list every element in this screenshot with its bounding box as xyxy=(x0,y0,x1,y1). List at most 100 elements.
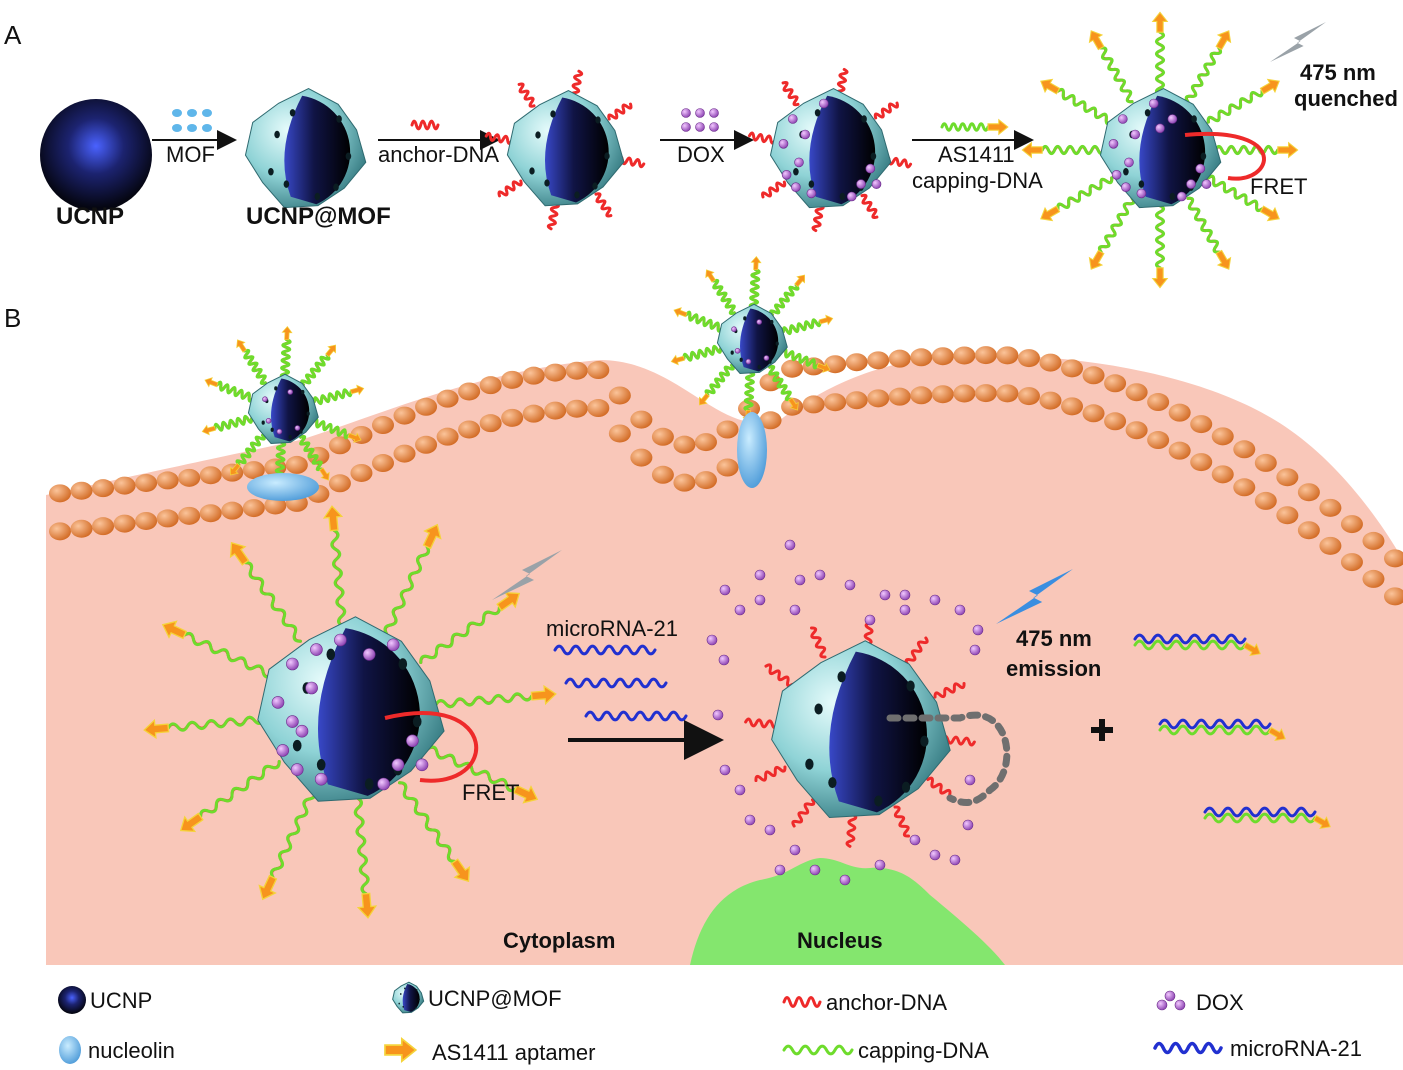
membrane-bead-inner xyxy=(1297,521,1320,540)
membrane-bead-inner xyxy=(522,404,545,423)
particle-capped-b-capping xyxy=(419,605,501,664)
particle-capped-b-capping xyxy=(243,561,302,643)
ucnp-mof-dox-particle xyxy=(769,87,892,209)
particle-binding-2-capping-path xyxy=(712,278,736,315)
particle-released-particle-pore xyxy=(828,777,837,789)
ucnp-mof-dox-particle-pore xyxy=(861,115,867,123)
ucnp-mof-capped-a-aptamer-shape xyxy=(1151,11,1169,33)
particle-capped-b-aptamer-shape xyxy=(143,718,170,740)
ucnp-mof-capped-a-capping xyxy=(1184,46,1223,104)
ucnp-mof-capped-a-particle-pore xyxy=(1144,109,1151,117)
particle-binding-2-capping-path xyxy=(743,370,756,412)
legend-ucnp-mof-icon-pore xyxy=(415,1006,417,1009)
membrane-bead-inner xyxy=(565,399,588,418)
ucnp-mof-dox xyxy=(747,67,913,233)
particle-released xyxy=(744,616,976,848)
particle-binding-2-aptamer-shape xyxy=(670,354,685,366)
dox-released xyxy=(874,859,886,871)
ucnp-mof-capped-a-aptamer xyxy=(1151,267,1169,289)
particle-binding-1-capping xyxy=(311,417,351,440)
membrane-bead-inner xyxy=(178,506,201,525)
membrane-bead-inner xyxy=(1211,465,1234,484)
ucnp-mof-anchor-particle-core xyxy=(544,97,609,203)
ucnp-mof-a-pore xyxy=(336,115,342,123)
lightning-emission-bolt xyxy=(996,569,1073,624)
ucnp-mof-dox-anchor xyxy=(811,203,825,233)
nucleolin-1 xyxy=(247,473,319,501)
particle-binding-2-capping-path xyxy=(768,365,792,402)
particle-binding-1-dox xyxy=(294,425,301,431)
particle-capped-b-capping xyxy=(426,745,517,793)
ucnp-mof-capped-a-particle-pore xyxy=(1123,167,1129,176)
particle-binding-1-capping-path xyxy=(215,380,255,403)
dox-released xyxy=(754,594,766,606)
ucnp-mof-dox-particle-pore xyxy=(839,192,846,201)
ucnp-mof-capped-a-dox xyxy=(1167,114,1178,124)
duplex-2 xyxy=(1158,718,1286,741)
membrane-bead-inner xyxy=(587,399,610,418)
ucnp-mof-capped-a-aptamer xyxy=(1215,30,1232,51)
membrane-bead-outer xyxy=(651,427,674,446)
ucnp-mof-capped-a-capping xyxy=(1154,30,1166,96)
microrna-strand-path xyxy=(553,644,657,656)
dox-released xyxy=(899,589,911,601)
particle-binding-2-particle-pore xyxy=(757,364,761,370)
particle-binding-1-aptamer-shape xyxy=(230,462,241,476)
ucnp-mof-capped-a-aptamer xyxy=(1151,11,1169,33)
duplex-3-capping xyxy=(1203,812,1317,824)
particle-binding-2-aptamer xyxy=(819,314,834,326)
ucnp-mof-capped-a-dox xyxy=(1201,179,1212,189)
ucnp-mof-capped-a-capping xyxy=(1206,174,1264,213)
particle-binding-2-particle xyxy=(716,303,788,374)
membrane-bead-outer xyxy=(1190,415,1213,434)
duplex-3-capping-path xyxy=(1203,812,1317,824)
ucnp-mof-dox-anchor xyxy=(835,67,849,97)
ucnp-mof-capped-a-capping xyxy=(1097,196,1136,254)
particle-released-particle-pore xyxy=(837,671,846,683)
membrane-bead-inner xyxy=(694,471,717,490)
membrane-bead-inner xyxy=(1125,421,1148,440)
ucnp-mof-dox-dox xyxy=(778,139,789,149)
particle-binding-1-particle-pore xyxy=(261,420,265,425)
membrane-bead-inner xyxy=(479,414,502,433)
anchor-step-label: anchor-DNA xyxy=(378,142,499,167)
membrane-bead-outer xyxy=(1211,427,1234,446)
ucnp-mof-capped-a-capping-path xyxy=(1186,196,1221,254)
fret-label-b: FRET xyxy=(462,780,519,805)
particle-binding-1-particle-pore xyxy=(306,411,310,416)
emission-label-2: emission xyxy=(1006,656,1101,681)
dox-released xyxy=(734,784,746,796)
membrane-bead-inner xyxy=(1039,391,1062,410)
particle-binding-1-aptamer-shape xyxy=(201,424,216,436)
particle-binding-1-aptamer xyxy=(281,325,293,341)
particle-capped-b-capping xyxy=(330,528,347,628)
particle-binding-1-capping-path xyxy=(213,414,254,432)
particle-released-anchor xyxy=(904,636,929,666)
particle-binding-1-capping-path xyxy=(311,417,351,440)
ucnp-mof-capped-a-capping-path xyxy=(1097,196,1136,254)
membrane-bead-inner xyxy=(802,395,825,414)
nucleus-shape xyxy=(690,858,1005,965)
membrane-bead-outer xyxy=(587,361,610,380)
dox-released xyxy=(719,584,731,596)
membrane-bead-outer xyxy=(1276,468,1299,487)
membrane-bead-outer xyxy=(1233,440,1256,459)
duplex-1-aptamer-shape xyxy=(1242,641,1261,656)
particle-binding-1-capping xyxy=(213,414,254,432)
mof-precursor xyxy=(187,109,197,117)
ucnp-mof-capped-a-aptamer-shape xyxy=(1088,249,1105,270)
membrane-bead-outer xyxy=(888,349,911,368)
ucnp-mof-a-pore xyxy=(345,152,352,160)
ucnp-mof-anchor-anchor xyxy=(607,102,633,121)
particle-capped-b-capping xyxy=(269,788,317,879)
ucnp-mof-a-pore xyxy=(289,109,296,117)
membrane-bead-outer xyxy=(781,359,804,378)
particle-capped-b-particle-pore xyxy=(398,658,408,670)
ucnp-mof-dox-particle-pore xyxy=(870,152,877,160)
mof-precursor xyxy=(172,109,182,117)
particle-binding-1-aptamer-shape xyxy=(204,377,219,388)
particle-released-anchor xyxy=(845,812,858,848)
membrane-bead-outer xyxy=(953,346,976,365)
membrane-bead-inner xyxy=(824,393,847,412)
membrane-bead-outer xyxy=(1362,531,1385,550)
